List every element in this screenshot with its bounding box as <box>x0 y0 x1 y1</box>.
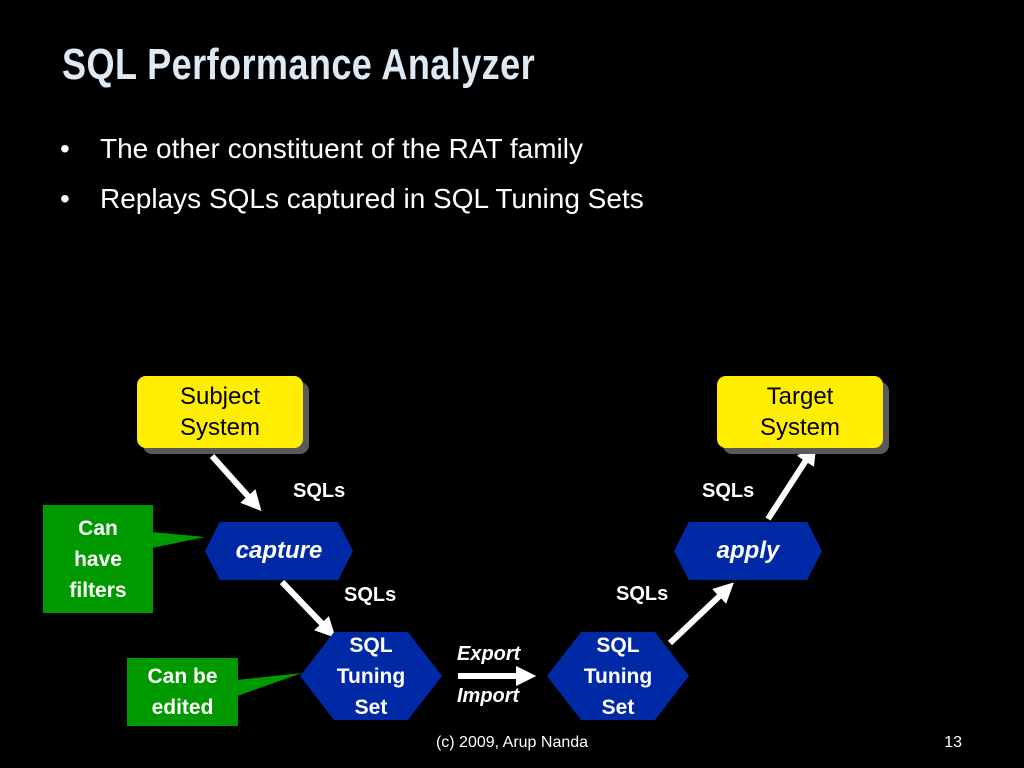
sqls-label: SQLs <box>344 584 397 606</box>
export-label: Export <box>457 643 521 665</box>
sql-tuning-set-target: SQL Tuning Set <box>547 632 689 720</box>
capture-process: capture <box>205 522 353 580</box>
sqls-label: SQLs <box>616 583 669 605</box>
bullet-text: The other constituent of the RAT family <box>100 133 583 164</box>
callout-pointer-filters <box>152 532 205 548</box>
target-system-box: Target System <box>717 376 883 448</box>
sqls-label: SQLs <box>702 480 755 502</box>
callout-pointer-edited <box>237 673 302 696</box>
import-label: Import <box>457 685 520 707</box>
bullet-item: • Replays SQLs captured in SQL Tuning Set… <box>60 174 644 224</box>
footer-copyright: (c) 2009, Arup Nanda <box>435 734 589 751</box>
note-can-be-edited: Can be edited <box>127 658 238 726</box>
page-number: 13 <box>944 734 962 751</box>
slide-title: SQL Performance Analyzer <box>62 40 536 89</box>
arrow-subject-to-capture <box>209 453 262 512</box>
bullet-glyph: • <box>60 133 70 164</box>
note-can-have-filters: Can have filters <box>43 505 153 613</box>
subject-system-box: Subject System <box>137 376 303 448</box>
bullet-list: • The other constituent of the RAT family… <box>60 124 644 224</box>
apply-process: apply <box>674 522 822 580</box>
bullet-glyph: • <box>60 183 70 214</box>
arrow-sts-to-apply <box>667 582 734 646</box>
arrow-capture-to-sts <box>279 579 336 638</box>
bullet-item: • The other constituent of the RAT family <box>60 124 644 174</box>
bullet-text: Replays SQLs captured in SQL Tuning Sets <box>100 183 644 214</box>
arrow-apply-to-target <box>765 444 817 521</box>
sqls-label: SQLs <box>293 480 346 502</box>
sql-tuning-set-source: SQL Tuning Set <box>300 632 442 720</box>
